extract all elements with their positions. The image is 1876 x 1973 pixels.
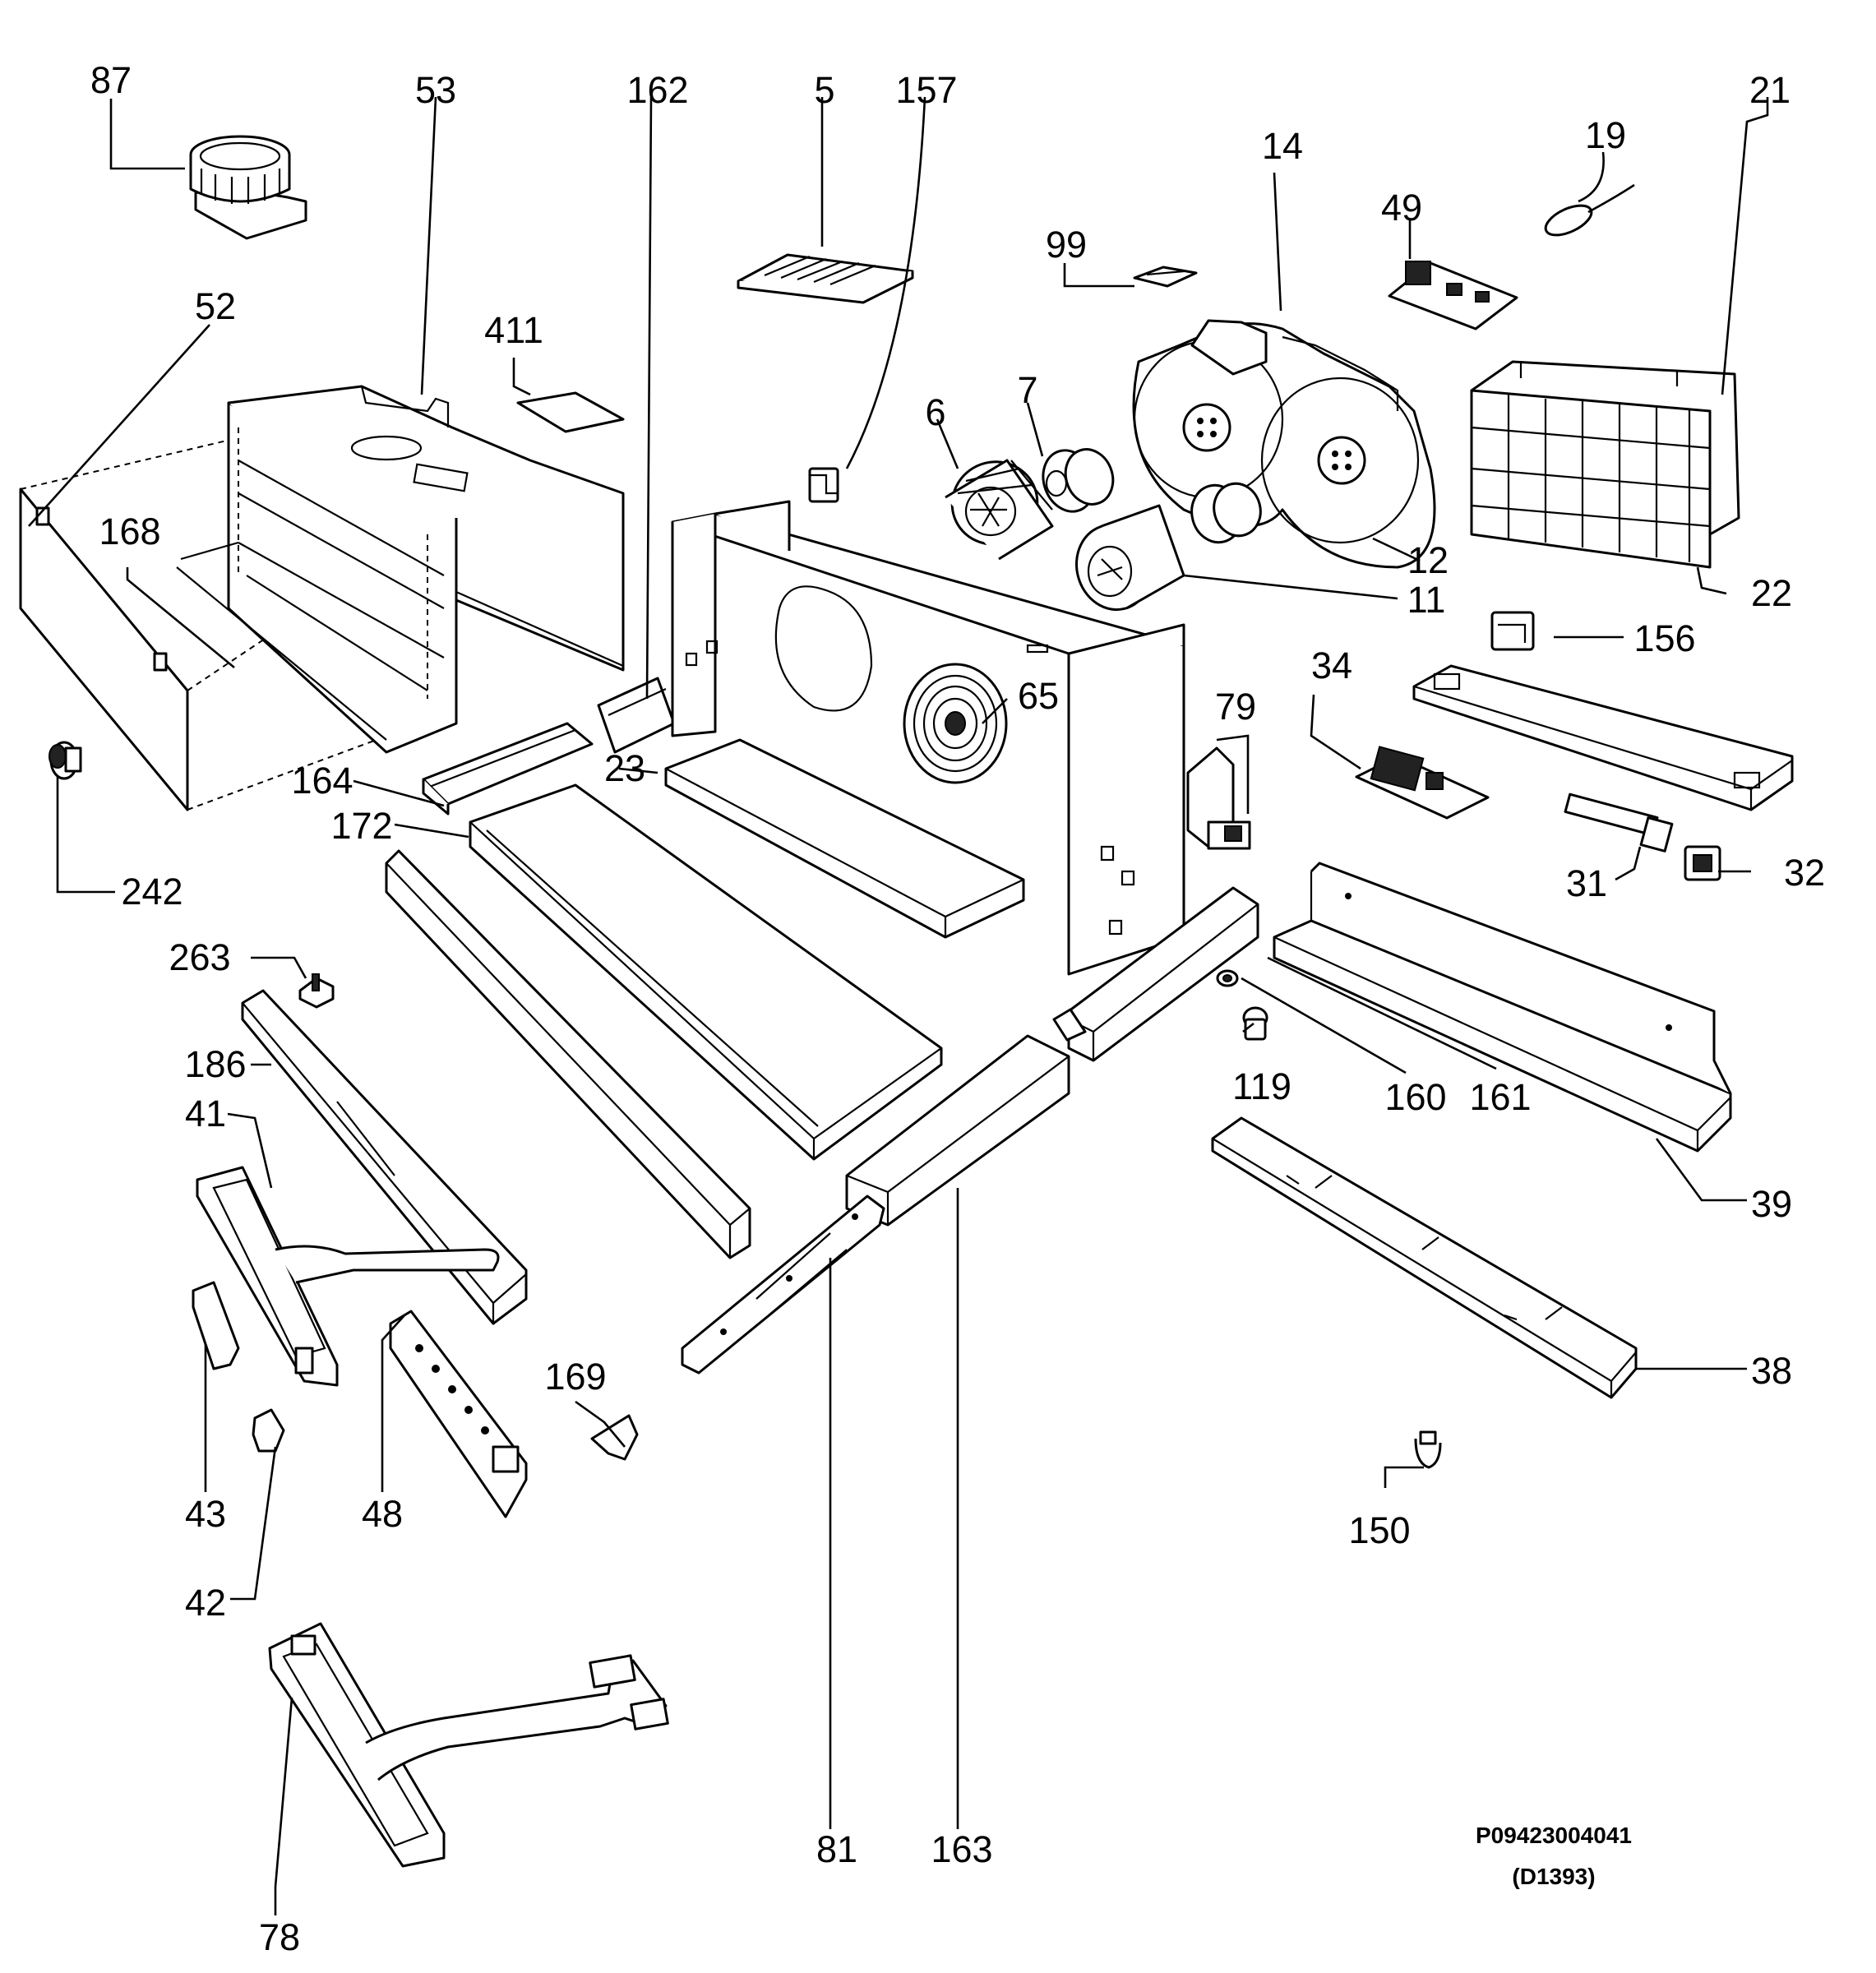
label-168: 168 xyxy=(99,511,160,552)
part-48-control-board xyxy=(389,1310,528,1518)
label-52: 52 xyxy=(195,285,236,327)
part-5-grille xyxy=(737,253,914,304)
label-23: 23 xyxy=(604,747,645,789)
label-156: 156 xyxy=(1633,617,1695,659)
part-81-slide-rail xyxy=(681,1194,885,1375)
label-53: 53 xyxy=(415,69,456,111)
part-263-clip xyxy=(298,973,335,1009)
part-7-motor xyxy=(1042,448,1115,513)
label-43: 43 xyxy=(185,1493,226,1535)
label-172: 172 xyxy=(330,805,392,847)
label-119: 119 xyxy=(1232,1065,1291,1107)
label-242: 242 xyxy=(121,871,183,913)
part-light-bar-upper xyxy=(1412,664,1794,811)
label-78: 78 xyxy=(259,1916,300,1958)
label-150: 150 xyxy=(1348,1509,1410,1551)
label-164: 164 xyxy=(291,760,353,802)
label-31: 31 xyxy=(1566,862,1607,904)
leader-lines xyxy=(28,96,1769,1915)
part-162-rail xyxy=(597,677,676,754)
label-14: 14 xyxy=(1262,125,1303,167)
part-99-bracket xyxy=(1133,266,1198,288)
part-157-clip xyxy=(808,467,839,503)
part-119-screw xyxy=(1242,1006,1268,1041)
part-49-pcb xyxy=(1388,261,1518,330)
part-38-glass-panel xyxy=(1211,1116,1638,1399)
part-43-part xyxy=(192,1281,240,1370)
label-99: 99 xyxy=(1046,224,1087,266)
part-32-lamp-holder xyxy=(1684,845,1721,881)
label-186: 186 xyxy=(184,1043,246,1085)
part-14-blower-housing xyxy=(1132,319,1436,569)
label-79: 79 xyxy=(1215,686,1256,728)
label-65: 65 xyxy=(1018,675,1059,717)
part-39-rear-strip xyxy=(1273,862,1732,1153)
part-41-console xyxy=(196,1166,500,1387)
label-19: 19 xyxy=(1585,114,1626,156)
label-157: 157 xyxy=(895,69,957,111)
part-42-part xyxy=(252,1408,285,1453)
part-172-frame xyxy=(469,783,943,1161)
part-11-blower-wheel xyxy=(1074,504,1185,612)
part-front-strip xyxy=(385,849,751,1259)
label-11: 11 xyxy=(1407,579,1446,621)
part-242-knob xyxy=(49,741,82,780)
label-22: 22 xyxy=(1751,572,1792,614)
part-21-22-carbon-filter xyxy=(1470,360,1740,569)
label-38: 38 xyxy=(1751,1350,1792,1392)
part-79-switch xyxy=(1186,746,1251,850)
part-6-blower-wheel xyxy=(945,459,1054,561)
label-161: 161 xyxy=(1469,1076,1531,1118)
part-150-clip xyxy=(1414,1430,1442,1469)
label-48: 48 xyxy=(362,1493,403,1535)
part-12-motor xyxy=(1190,482,1262,544)
part-31-tube-lamp xyxy=(1564,792,1674,853)
label-32: 32 xyxy=(1784,852,1825,894)
drawing-code: P09423004041 xyxy=(1476,1823,1632,1848)
label-411: 411 xyxy=(484,309,543,351)
part-number-labels: 87 53 162 5 157 21 19 14 49 99 52 411 7 … xyxy=(90,59,1825,1958)
part-411-plate xyxy=(516,391,625,433)
part-87-duct-adapter xyxy=(189,135,307,240)
part-164-rail xyxy=(422,722,594,816)
label-160: 160 xyxy=(1384,1076,1446,1118)
part-169-bracket xyxy=(590,1414,639,1461)
label-87: 87 xyxy=(90,59,132,101)
part-160-nut xyxy=(1216,969,1239,987)
part-163-side-block xyxy=(845,886,1259,1227)
label-162: 162 xyxy=(626,69,688,111)
label-34: 34 xyxy=(1311,645,1352,686)
label-12: 12 xyxy=(1407,539,1449,581)
label-42: 42 xyxy=(185,1582,226,1624)
label-81: 81 xyxy=(816,1828,857,1870)
part-53-housing xyxy=(176,385,625,754)
part-23-back-panel xyxy=(664,500,1185,976)
label-49: 49 xyxy=(1381,187,1422,229)
part-186-rail xyxy=(241,989,528,1325)
part-78-bracket xyxy=(268,1622,669,1868)
label-263: 263 xyxy=(169,936,230,978)
label-163: 163 xyxy=(931,1828,992,1870)
part-156-clip xyxy=(1490,611,1535,651)
label-39: 39 xyxy=(1751,1183,1792,1225)
label-7: 7 xyxy=(1017,369,1037,411)
label-41: 41 xyxy=(185,1093,226,1134)
label-6: 6 xyxy=(925,391,945,433)
label-5: 5 xyxy=(814,69,834,111)
part-34-driver xyxy=(1355,746,1490,820)
part-65-fan-guard xyxy=(903,663,1008,784)
drawing-ref: (D1393) xyxy=(1512,1864,1595,1889)
label-169: 169 xyxy=(544,1356,606,1398)
part-19-lamp xyxy=(1544,183,1635,237)
label-21: 21 xyxy=(1749,69,1791,111)
